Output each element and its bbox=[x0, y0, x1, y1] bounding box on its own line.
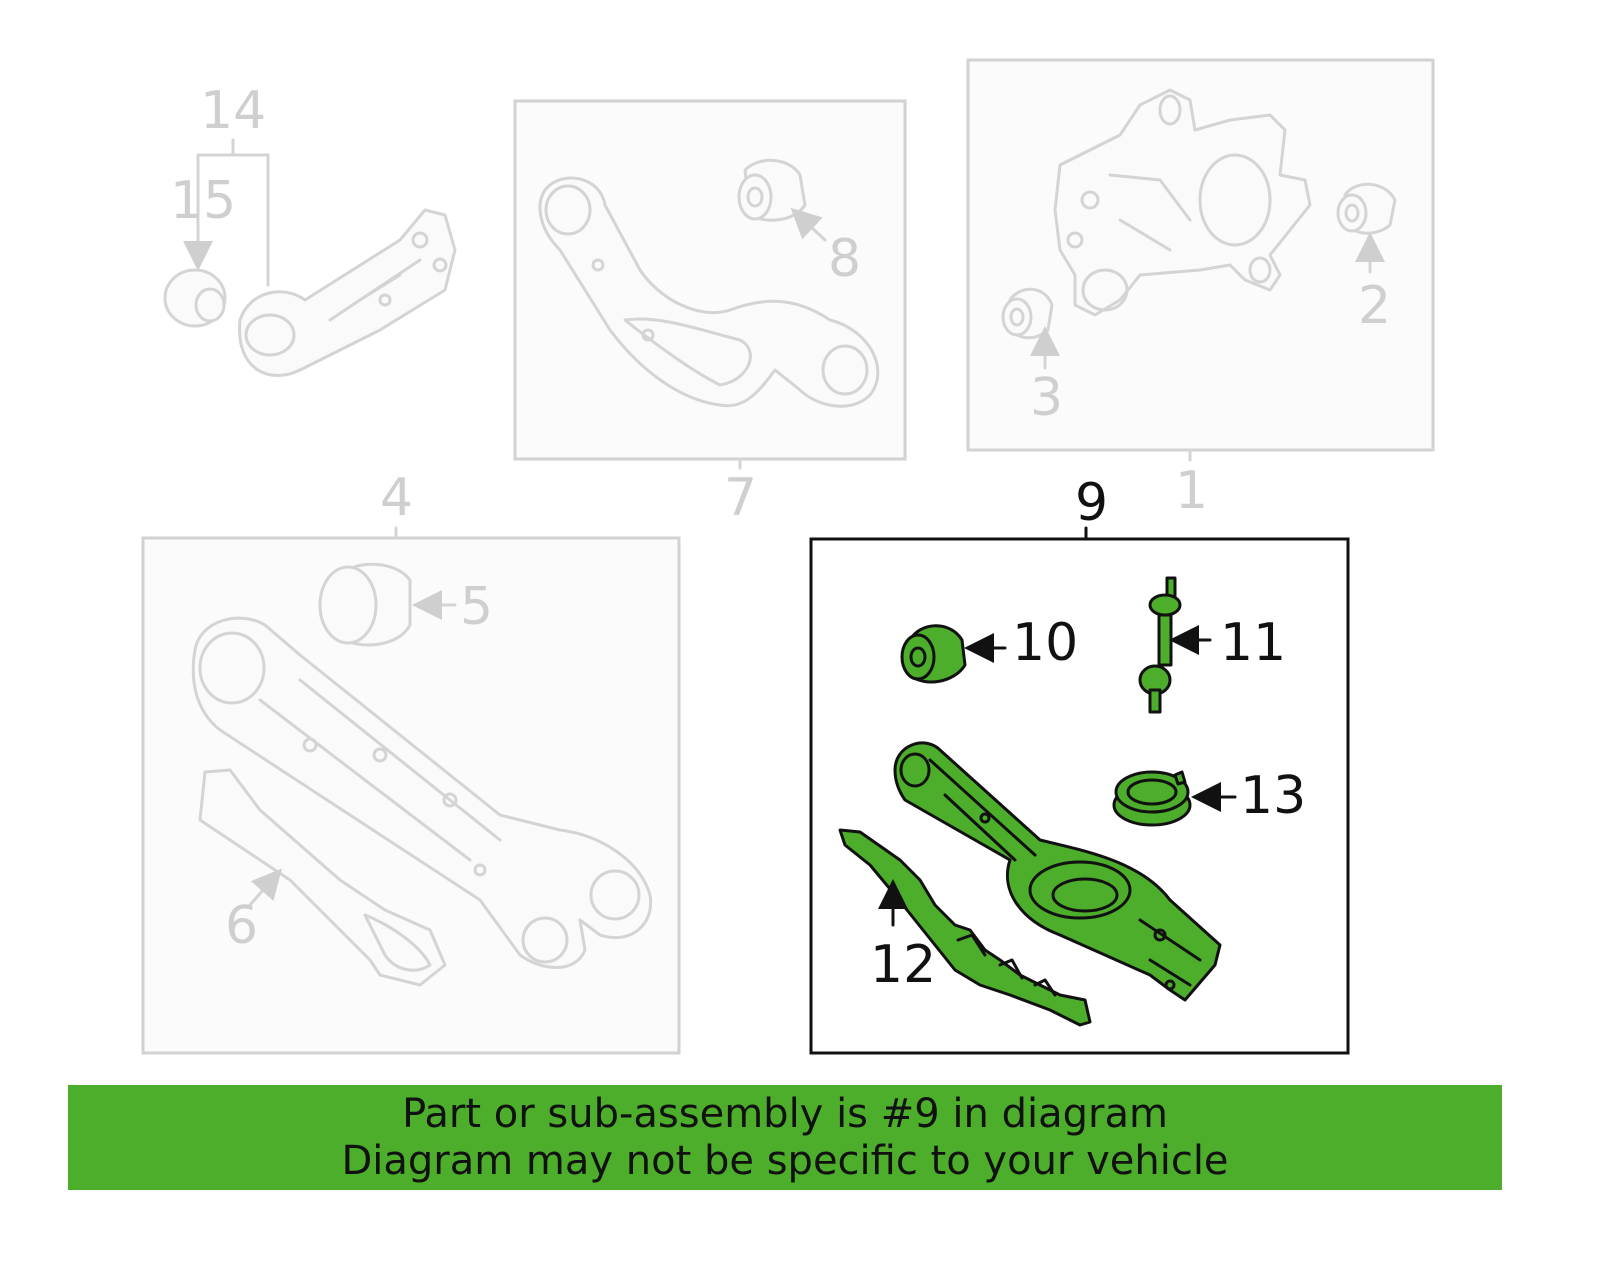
upper-arm-7 bbox=[538, 176, 880, 408]
arrow-8 bbox=[790, 207, 827, 242]
cover-12 bbox=[838, 828, 1092, 1027]
callout-4: 4 bbox=[380, 468, 413, 528]
cover-6 bbox=[198, 768, 447, 987]
box-7 bbox=[513, 99, 907, 470]
bushing-10 bbox=[900, 624, 967, 684]
box-1 bbox=[966, 58, 1435, 462]
callout-14: 14 bbox=[200, 81, 266, 141]
box-9 bbox=[809, 526, 1350, 1055]
callout-2: 2 bbox=[1358, 276, 1391, 336]
bushing-8 bbox=[737, 158, 807, 222]
callout-6: 6 bbox=[225, 896, 258, 956]
trailing-arm-14 bbox=[238, 208, 457, 378]
lower-control-arm-9 bbox=[893, 741, 1222, 1002]
knuckle-1 bbox=[1053, 88, 1312, 317]
callout-10: 10 bbox=[1012, 613, 1078, 673]
bushing-15 bbox=[163, 268, 227, 328]
callout-13: 13 bbox=[1240, 766, 1306, 826]
lower-arm-4 bbox=[191, 616, 653, 969]
callout-1: 1 bbox=[1175, 461, 1208, 521]
callout-9: 9 bbox=[1075, 473, 1108, 533]
callout-5: 5 bbox=[460, 577, 493, 637]
arrow-6 bbox=[248, 868, 282, 907]
callout-15: 15 bbox=[170, 171, 236, 231]
info-banner: Part or sub-assembly is #9 in diagram Di… bbox=[68, 1085, 1502, 1190]
callout-bracket-14 bbox=[196, 138, 270, 287]
callout-8: 8 bbox=[828, 229, 861, 289]
banner-line-2: Diagram may not be specific to your vehi… bbox=[341, 1137, 1229, 1184]
bushing-2 bbox=[1336, 182, 1397, 235]
callout-12: 12 bbox=[870, 935, 936, 995]
bushing-5 bbox=[318, 562, 412, 647]
trailing-arm-assembly-group-14 bbox=[163, 138, 457, 378]
bushing-3 bbox=[1001, 287, 1054, 340]
spring-seat-13 bbox=[1112, 770, 1192, 827]
banner-line-1: Part or sub-assembly is #9 in diagram bbox=[402, 1090, 1168, 1137]
callout-3: 3 bbox=[1030, 368, 1063, 428]
callout-7: 7 bbox=[724, 468, 757, 528]
stabilizer-link-11 bbox=[1138, 576, 1182, 714]
box-4 bbox=[141, 526, 681, 1055]
callout-11: 11 bbox=[1220, 613, 1286, 673]
